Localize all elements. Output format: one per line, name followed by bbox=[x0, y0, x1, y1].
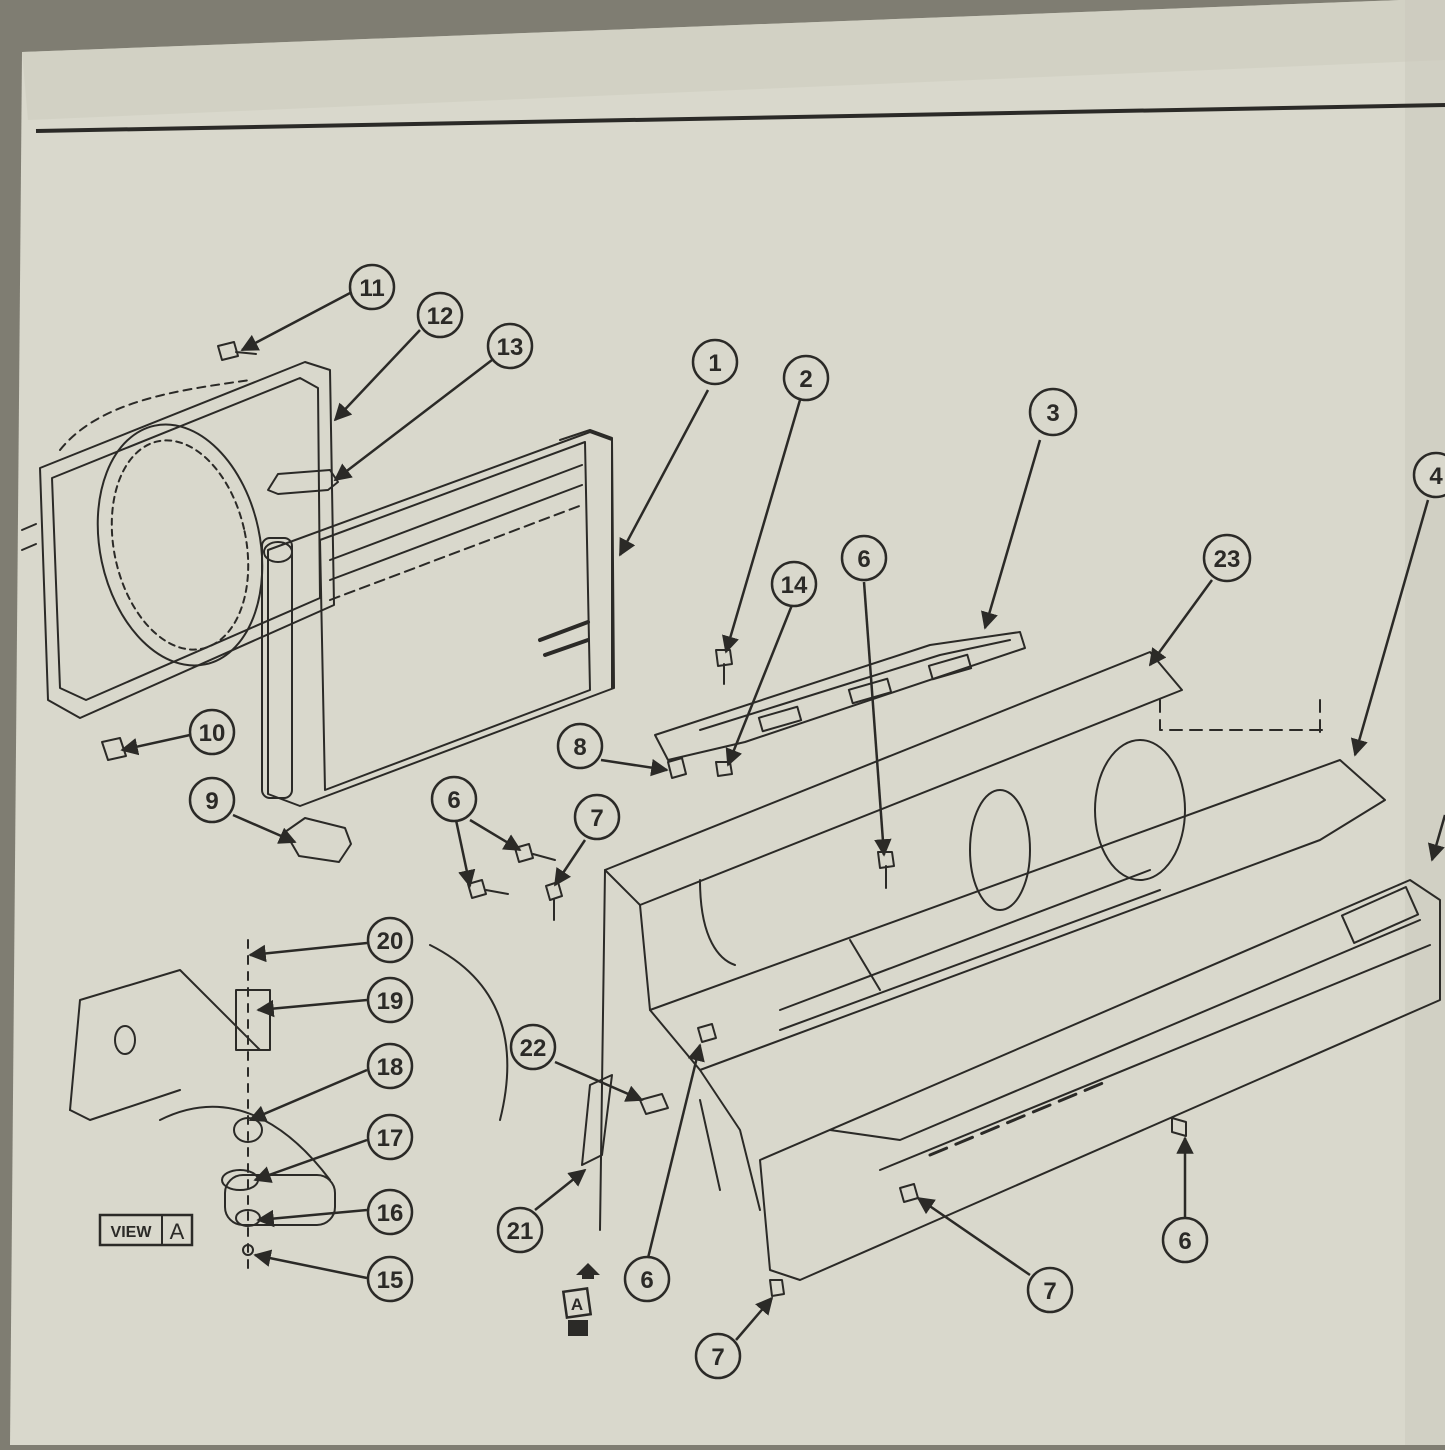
callout-6-bottom: 6 bbox=[623, 1255, 671, 1303]
callout-11: 11 bbox=[348, 263, 396, 311]
callout-2: 2 bbox=[782, 354, 830, 402]
callout-6-left: 6 bbox=[430, 775, 478, 823]
callout-label: 6 bbox=[857, 546, 870, 573]
bolt-6-right bbox=[1171, 1117, 1187, 1137]
view-letter: A bbox=[170, 1219, 185, 1244]
callout-19: 19 bbox=[366, 976, 414, 1024]
bolt-6-left bbox=[467, 879, 509, 899]
bracket-21 bbox=[581, 1074, 613, 1166]
callout-6-right: 6 bbox=[1161, 1216, 1209, 1264]
callout-label: 7 bbox=[590, 805, 603, 832]
callout-label: 2 bbox=[799, 366, 812, 393]
header-rule bbox=[35, 103, 1445, 133]
callout-20: 20 bbox=[366, 916, 414, 964]
callout-1: 1 bbox=[691, 338, 739, 386]
callout-label: 10 bbox=[199, 720, 226, 747]
paper-top-shade bbox=[22, 0, 1445, 120]
view-word: VIEW bbox=[111, 1224, 153, 1241]
radiator bbox=[261, 429, 615, 807]
callout-12: 12 bbox=[416, 291, 464, 339]
callout-label: 12 bbox=[427, 303, 454, 330]
clip-8 bbox=[667, 757, 687, 779]
callout-label: 15 bbox=[377, 1267, 404, 1294]
callout-21: 21 bbox=[496, 1206, 544, 1254]
radiator-support bbox=[599, 651, 1386, 1231]
bracket-13 bbox=[267, 469, 339, 495]
nut-14 bbox=[715, 761, 733, 777]
bolt-11 bbox=[217, 341, 257, 361]
callout-label: 11 bbox=[359, 275, 384, 302]
bolt-22 bbox=[639, 1093, 669, 1115]
callout-label: 21 bbox=[507, 1218, 534, 1245]
callout-label: 8 bbox=[573, 734, 586, 761]
fan-shroud bbox=[21, 361, 335, 719]
callout-17: 17 bbox=[366, 1113, 414, 1161]
bolt-6-lower bbox=[697, 1023, 717, 1043]
leader-lines bbox=[120, 290, 1445, 1341]
callout-7-upper: 7 bbox=[573, 793, 621, 841]
callout-label: 19 bbox=[377, 988, 404, 1015]
paper-sheet bbox=[10, 0, 1445, 1445]
callout-4: 4 bbox=[1412, 451, 1445, 499]
callout-16: 16 bbox=[366, 1188, 414, 1236]
bolt-7-left bbox=[545, 881, 563, 921]
bolt-7-bottom bbox=[769, 1279, 785, 1297]
callout-label: 20 bbox=[377, 928, 404, 955]
callout-23: 23 bbox=[1202, 533, 1252, 583]
view-direction-marker: A bbox=[561, 1263, 600, 1336]
callout-3: 3 bbox=[1028, 387, 1078, 437]
callout-label: 17 bbox=[377, 1125, 404, 1152]
callout-label: 9 bbox=[205, 788, 218, 815]
marker-letter: A bbox=[571, 1295, 583, 1314]
drawing bbox=[21, 341, 1441, 1297]
callout-22: 22 bbox=[509, 1023, 557, 1071]
callout-label: 23 bbox=[1214, 546, 1241, 573]
callout-label: 16 bbox=[377, 1200, 404, 1227]
paper-right-shade bbox=[1405, 0, 1445, 1445]
callout-label: 22 bbox=[520, 1035, 547, 1062]
callout-label: 6 bbox=[447, 787, 460, 814]
bracket-9 bbox=[284, 817, 352, 863]
clip-10 bbox=[101, 737, 127, 761]
callout-18: 18 bbox=[366, 1042, 414, 1090]
view-a-detail bbox=[69, 939, 509, 1271]
callout-9: 9 bbox=[188, 776, 236, 824]
callout-label: 18 bbox=[377, 1054, 404, 1081]
callout-10: 10 bbox=[188, 708, 236, 756]
callout-label: 7 bbox=[711, 1344, 724, 1371]
callout-label: 7 bbox=[1043, 1278, 1056, 1305]
callout-label: 13 bbox=[497, 334, 524, 361]
callout-6-top: 6 bbox=[840, 534, 888, 582]
callout-label: 3 bbox=[1046, 400, 1059, 427]
callout-7-right: 7 bbox=[1026, 1266, 1074, 1314]
callout-label: 6 bbox=[1178, 1228, 1191, 1255]
bolt-6-mid bbox=[514, 843, 556, 863]
callout-15: 15 bbox=[366, 1255, 414, 1303]
callout-13: 13 bbox=[486, 322, 534, 370]
callout-14: 14 bbox=[770, 560, 818, 608]
callout-label: 1 bbox=[708, 350, 721, 377]
callout-label: 14 bbox=[781, 572, 808, 599]
callout-7-bottom: 7 bbox=[694, 1332, 742, 1380]
lower-valance bbox=[759, 879, 1441, 1281]
callout-label: 6 bbox=[640, 1267, 653, 1294]
callout-label: 4 bbox=[1429, 463, 1443, 490]
callout-8: 8 bbox=[556, 722, 604, 770]
view-a-label: VIEW A bbox=[98, 1213, 194, 1247]
